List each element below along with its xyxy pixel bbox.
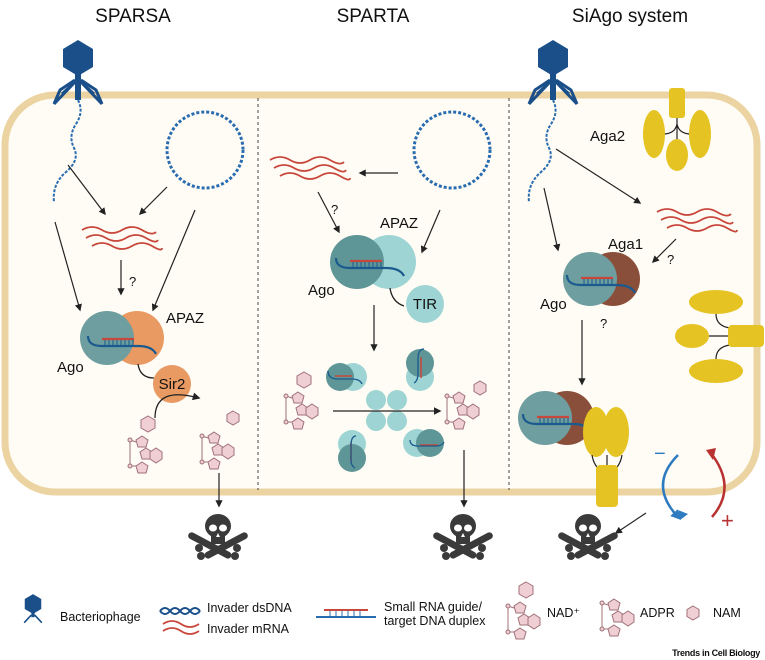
- ago-label: Ago: [308, 282, 335, 299]
- invader-dsdna-plasmid: [412, 110, 492, 190]
- panel-title-siago: SiAgo system: [572, 6, 688, 27]
- nam-molecule: [226, 410, 240, 426]
- invader-dsdna-plasmid: [165, 110, 245, 190]
- tir-label: TIR: [413, 296, 437, 313]
- question-mark: ?: [331, 202, 338, 217]
- sparta-tetramer: [326, 348, 445, 472]
- positive-regulation-sign: +: [721, 508, 734, 533]
- ago-label: Ago: [57, 359, 84, 376]
- legend-nad-icon: [505, 581, 541, 640]
- legend-nam: NAM: [713, 606, 741, 620]
- legend-duplex-line2: target DNA duplex: [384, 614, 486, 628]
- cell-death-skull-icon: [556, 514, 620, 560]
- nam-molecule: [473, 380, 487, 396]
- aga2-complex: [643, 88, 711, 171]
- legend-bacteriophage: Bacteriophage: [60, 610, 141, 624]
- legend-adpr-icon: [599, 598, 635, 637]
- sir2-domain: [153, 365, 191, 403]
- panel-title-sparsa: SPARSA: [95, 6, 171, 27]
- tir-domain: [406, 285, 444, 323]
- cell-death-skull-icon: [431, 514, 495, 560]
- legend-nam-icon: [686, 605, 700, 621]
- legend-duplex-line1: Small RNA guide/: [384, 600, 482, 614]
- legend-invader-dsdna: Invader dsDNA: [207, 601, 292, 615]
- sir2-label: Sir2: [159, 376, 186, 393]
- aga2-label: Aga2: [590, 128, 625, 145]
- invader-dsdna-linear: [52, 99, 82, 203]
- ago-label: Ago: [540, 296, 567, 313]
- question-mark: ?: [129, 274, 136, 289]
- aga2-membrane-complex: [675, 290, 764, 383]
- apaz-label: APAZ: [166, 310, 204, 327]
- apaz-label: APAZ: [380, 215, 418, 232]
- legend-invader-mrna: Invader mRNA: [207, 622, 290, 636]
- question-mark: ?: [667, 252, 674, 267]
- legend-adpr: ADPR: [640, 606, 675, 620]
- aga1-label: Aga1: [608, 236, 643, 253]
- question-mark: ?: [600, 316, 607, 331]
- cell-death-skull-icon: [186, 514, 250, 560]
- cell-membrane: [1, 91, 761, 496]
- negative-regulation-sign: −: [654, 443, 666, 465]
- bacteriophage-icon: [527, 38, 579, 106]
- invader-dsdna-linear: [527, 99, 557, 203]
- legend: Bacteriophage Invader dsDNA Invader mRNA…: [23, 581, 741, 640]
- bacteriophage-icon: [52, 38, 104, 106]
- legend-nad: NAD⁺: [547, 606, 580, 620]
- siago-membrane-complex: [518, 391, 629, 507]
- panel-title-sparta: SPARTA: [337, 6, 410, 27]
- source-credit: Trends in Cell Biology: [672, 648, 760, 658]
